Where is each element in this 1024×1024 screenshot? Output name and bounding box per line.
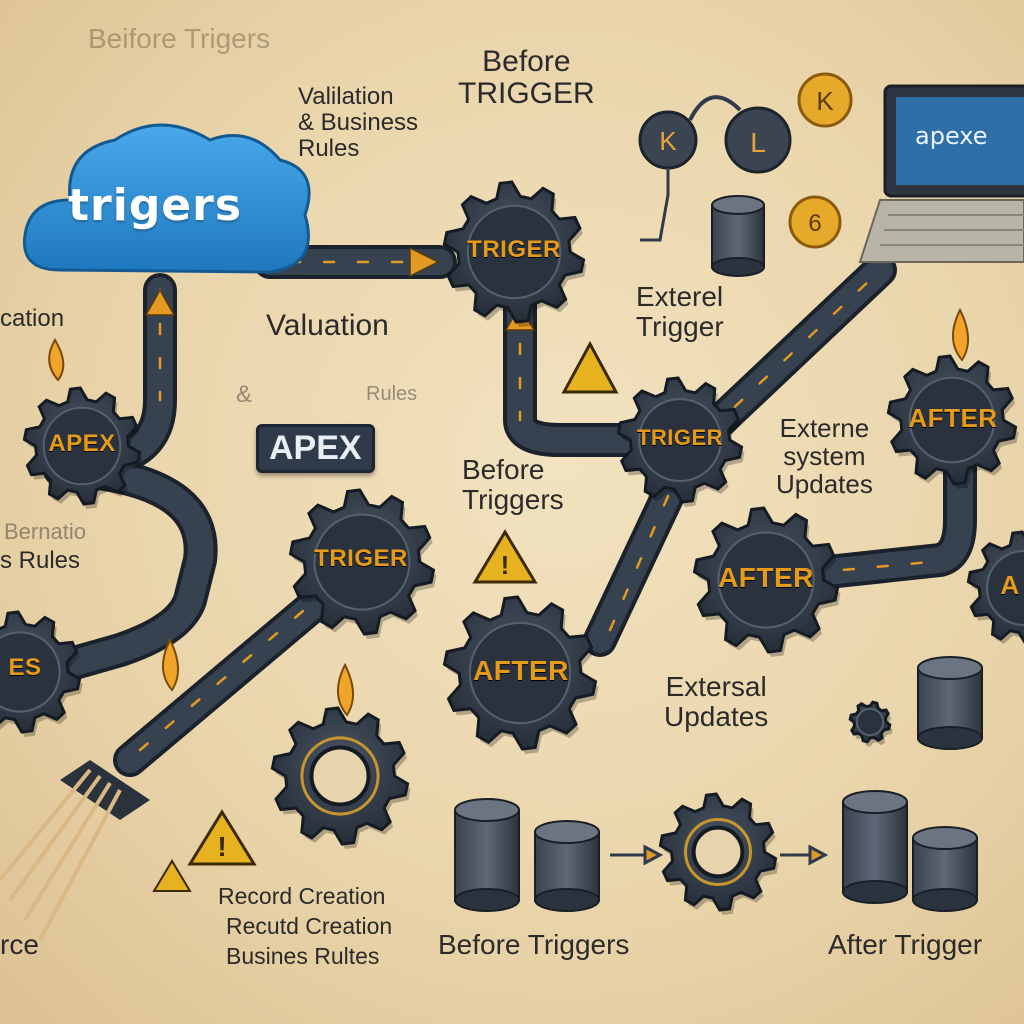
svg-text:6: 6 [808,210,821,237]
record-creation-2-label: Recutd Creation [226,913,393,939]
gear-triger-center-icon [288,488,437,639]
before-triggers-bottom-label: Before Triggers [438,929,630,960]
gear-after-right-mid-icon [692,506,841,657]
svg-text:L: L [750,127,766,158]
database-icon [842,790,908,904]
cloud-label: trigers [68,180,243,231]
warning-icon [152,859,192,892]
rce-label: rce [0,929,39,960]
gear-triger-top-label: TRIGER [467,236,561,263]
apex-box: APEX [256,424,375,473]
external-updates-label: Extersal Updates [664,671,769,733]
valuation-label: Valuation [266,309,389,342]
svg-text:!: ! [501,550,510,580]
database-icon [912,826,978,912]
warning-icon: ! [472,529,538,584]
faded-rules-label: Rules [366,383,418,405]
after-trigger-bottom-label: After Trigger [828,929,983,960]
coin-icons: K L K 6 [638,72,853,249]
gears-layer [0,180,1024,915]
gear-apex-left-icon [22,386,143,509]
svg-text:K: K [816,86,834,116]
gear-after-right-top-label: AFTER [908,403,998,433]
gear-after-center-label: AFTER [473,655,569,686]
cloud-icon [22,123,311,274]
before-triggers-faded-label: Beifore Trigers [88,23,271,54]
gear-triger-mid-label: TRIGER [636,425,724,450]
database-icon [534,820,600,912]
database-icon [454,798,520,912]
database-icon [917,656,983,750]
gear-triger-top-icon [442,180,587,327]
external-system-updates-label: Externe system Updates [776,413,873,500]
before-trigger-top-label: Before TRIGGER [458,45,595,111]
flow-arrows-bottom [610,844,829,866]
gear-ring-right-icon [658,792,779,915]
gear-es-left-icon [0,610,83,737]
record-creation-1-label: Record Creation [218,883,386,909]
svg-text:!: ! [217,831,226,862]
gear-after-right-top-icon [886,354,1019,489]
gear-after-center-icon [442,595,599,754]
gear-after-right-mid-label: AFTER [718,562,814,593]
gear-triger-center-label: TRIGER [314,545,408,572]
flame-icon [952,307,969,362]
svg-text:K: K [659,126,677,156]
bernatio-label: Bernatio [4,519,86,544]
gear-triger-mid-icon [616,376,745,507]
flame-icon [162,637,179,692]
business-rules-bottom-label: Busines Rultes [226,943,380,969]
laptop-icon [858,84,1024,263]
pipe-network [33,245,977,777]
cable-bundle [0,760,150,941]
before-triggers-mid-label: Before Triggers [462,454,564,516]
database-icon-group [454,195,983,912]
warning-icon-group: ! ! [152,340,619,892]
gear-ring-bottom-icon [270,706,411,849]
faded-amp-label: & [236,381,253,408]
cation-label: cation [0,305,65,332]
warning-icon: ! [187,809,257,866]
flame-icon-group [48,307,969,717]
laptop-screen-text: apexe [915,122,988,150]
flame-icon [337,662,354,717]
business-rules-left-label: s Rules [0,547,81,574]
gear-a-edge-label: A [1000,570,1020,600]
flame-icon [48,338,65,382]
warning-icon [561,340,619,394]
gear-small-right-icon [848,700,893,747]
gear-apex-left-label: APEX [48,430,116,457]
exterel-trigger-label: Exterel Trigger [636,281,724,343]
validation-business-rules-label: Valilation & Business Rules [298,83,419,162]
gear-es-left-label: ES [8,654,42,681]
database-icon [711,195,765,277]
